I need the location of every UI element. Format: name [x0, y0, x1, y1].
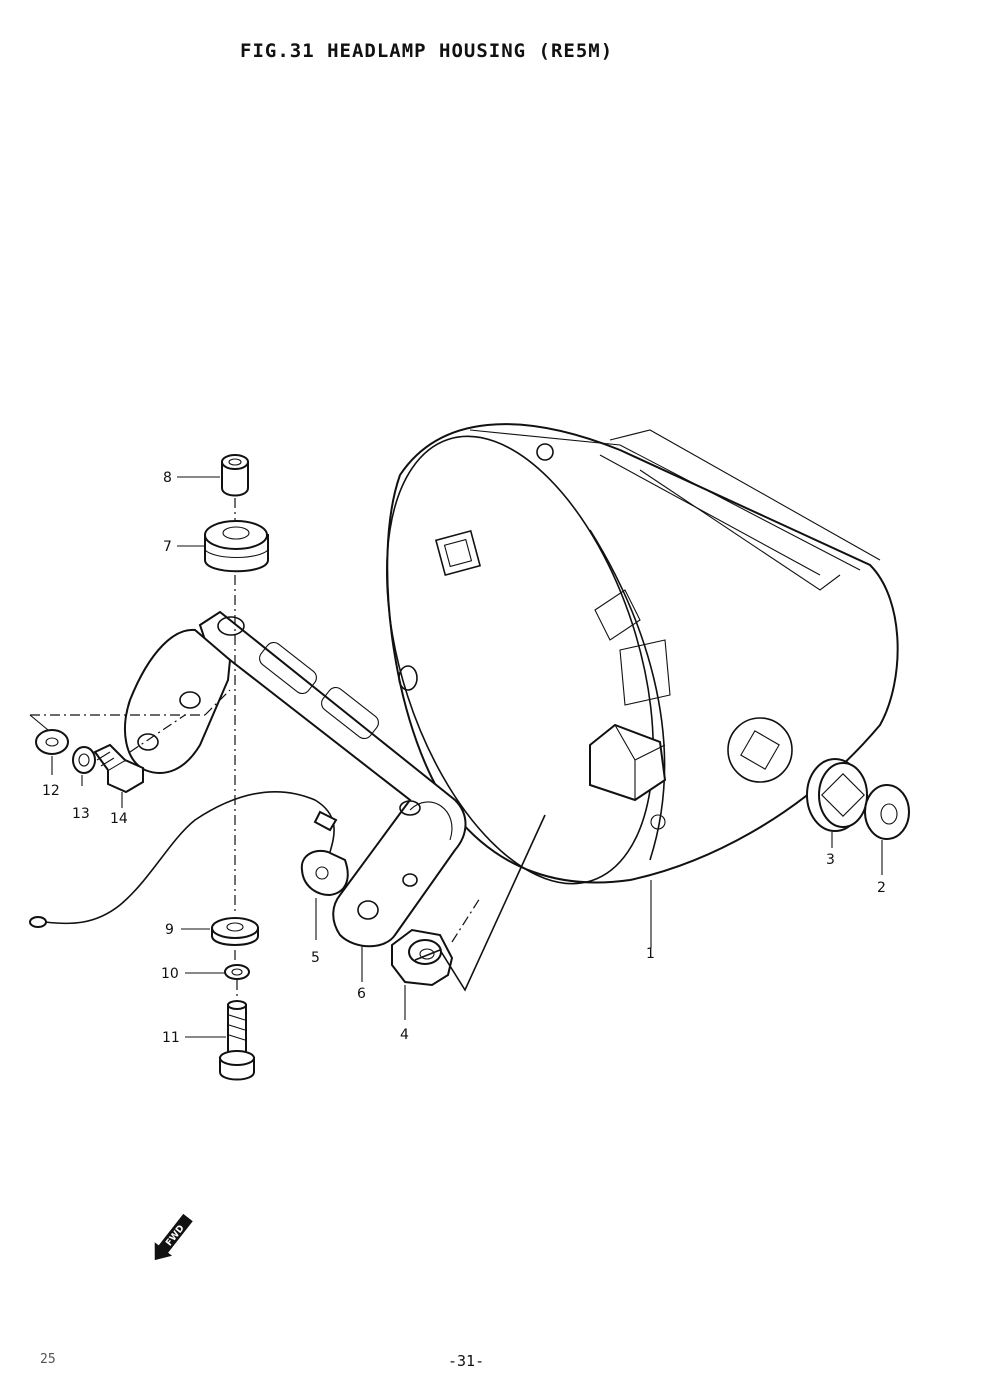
- leader-12-13-bracket: [29, 714, 49, 731]
- grommet-part-7: [204, 520, 269, 573]
- washer-part-12: [35, 729, 69, 755]
- headlamp-housing-shell: [386, 423, 899, 885]
- adjuster-part-3: [806, 758, 868, 832]
- bolt-part-14: [93, 743, 144, 794]
- ground-wire-part-5: [29, 791, 349, 928]
- cushion-washer-part-9: [211, 917, 259, 946]
- callout-14: 14: [110, 811, 128, 827]
- callout-4: 4: [400, 1027, 409, 1043]
- page-number: -31-: [448, 1352, 485, 1370]
- figure-title: FIG.31 HEADLAMP HOUSING (RE5M): [240, 40, 614, 62]
- callout-2: 2: [877, 880, 886, 896]
- callout-5: 5: [311, 950, 320, 966]
- callout-12: 12: [42, 783, 60, 799]
- callout-6: 6: [357, 986, 366, 1002]
- fwd-arrow-icon: FWD: [154, 1213, 193, 1261]
- assembly-axis-side: [30, 689, 231, 716]
- callout-9: 9: [165, 922, 174, 938]
- callout-10: 10: [161, 966, 179, 982]
- washer-part-2: [864, 784, 910, 840]
- callout-13: 13: [72, 806, 90, 822]
- callout-11: 11: [162, 1030, 180, 1046]
- assembly-axis-nut: [451, 897, 481, 943]
- assembly-axis-bolt14: [129, 714, 186, 753]
- bolt-part-11: [219, 1000, 255, 1081]
- corner-mark: 25: [40, 1352, 56, 1367]
- callout-1: 1: [646, 946, 655, 962]
- callout-3: 3: [826, 852, 835, 868]
- lock-washer-part-10: [224, 964, 250, 980]
- collar-part-8: [221, 454, 249, 497]
- callout-8: 8: [163, 470, 172, 486]
- assembly-axis-vertical: [234, 498, 238, 1000]
- leader-4-to-housing: [414, 814, 546, 992]
- callout-7: 7: [163, 539, 172, 555]
- lock-washer-part-13: [72, 746, 96, 774]
